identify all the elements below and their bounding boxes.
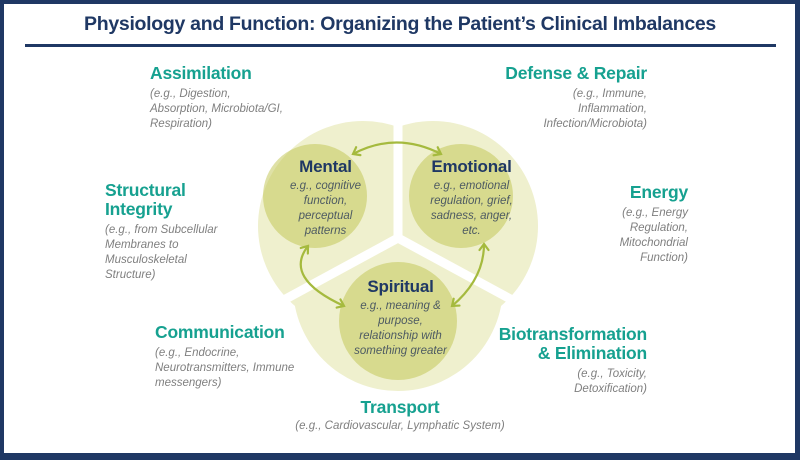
spiritual-examples: e.g., meaning & purpose, relationship wi… [354,300,447,357]
venn-diagram [258,108,538,391]
biotransformation-heading: Biotransformation & Elimination [498,324,647,363]
venn-emotional-text: Emotional e.g., emotional regulation, gr… [399,157,544,239]
transport-heading: Transport [360,397,440,417]
section-communication: Communication (e.g., Endocrine, Neurotra… [155,323,345,391]
structural-integrity-heading: Structural Integrity [105,180,186,219]
section-biotransformation-elimination: Biotransformation & Elimination (e.g., T… [437,325,647,397]
mental-heading: Mental [299,157,352,176]
section-structural-integrity: Structural Integrity (e.g., from Subcell… [105,181,265,283]
spiritual-circle [339,262,457,380]
biotransformation-examples: (e.g., Toxicity, Detoxification) [574,368,647,395]
section-energy: Energy (e.g., Energy Regulation, Mitocho… [528,182,689,266]
communication-examples: (e.g., Endocrine, Neurotransmitters, Imm… [155,347,295,389]
emotional-examples: e.g., emotional regulation, grief, sadne… [430,180,513,237]
emotional-circle [409,144,513,248]
mental-circle [263,144,367,248]
venn-mental-text: Mental e.g., cognitive function, percept… [253,157,398,239]
assimilation-examples: (e.g., Digestion, Absorption, Microbiota… [150,88,283,130]
section-defense-repair: Defense & Repair (e.g., Immune, Inflamma… [417,64,647,132]
title-underline [25,44,776,47]
communication-heading: Communication [155,322,285,342]
page-title: Physiology and Function: Organizing the … [84,13,716,35]
venn-spiritual-text: Spiritual e.g., meaning & purpose, relat… [328,277,473,359]
energy-heading: Energy [629,182,688,202]
mental-examples: e.g., cognitive function, perceptual pat… [290,180,361,237]
spiritual-heading: Spiritual [367,277,434,296]
defense-repair-heading: Defense & Repair [505,63,647,83]
emotional-heading: Emotional [431,157,512,176]
arrow-mental-emotional [351,141,443,157]
assimilation-heading: Assimilation [150,63,252,83]
structural-integrity-examples: (e.g., from Subcellular Membranes to Mus… [105,224,218,281]
transport-examples: (e.g., Cardiovascular, Lymphatic System) [295,420,505,432]
section-transport: Transport (e.g., Cardiovascular, Lymphat… [0,398,800,434]
defense-repair-examples: (e.g., Immune, Inflammation, Infection/M… [543,88,647,130]
section-assimilation: Assimilation (e.g., Digestion, Absorptio… [150,64,350,132]
interaction-arrows [299,141,490,309]
arrow-mental-spiritual [299,244,346,309]
arrow-emotional-spiritual [450,242,490,308]
energy-examples: (e.g., Energy Regulation, Mitochondrial … [619,207,688,264]
domain-circles [263,144,513,380]
